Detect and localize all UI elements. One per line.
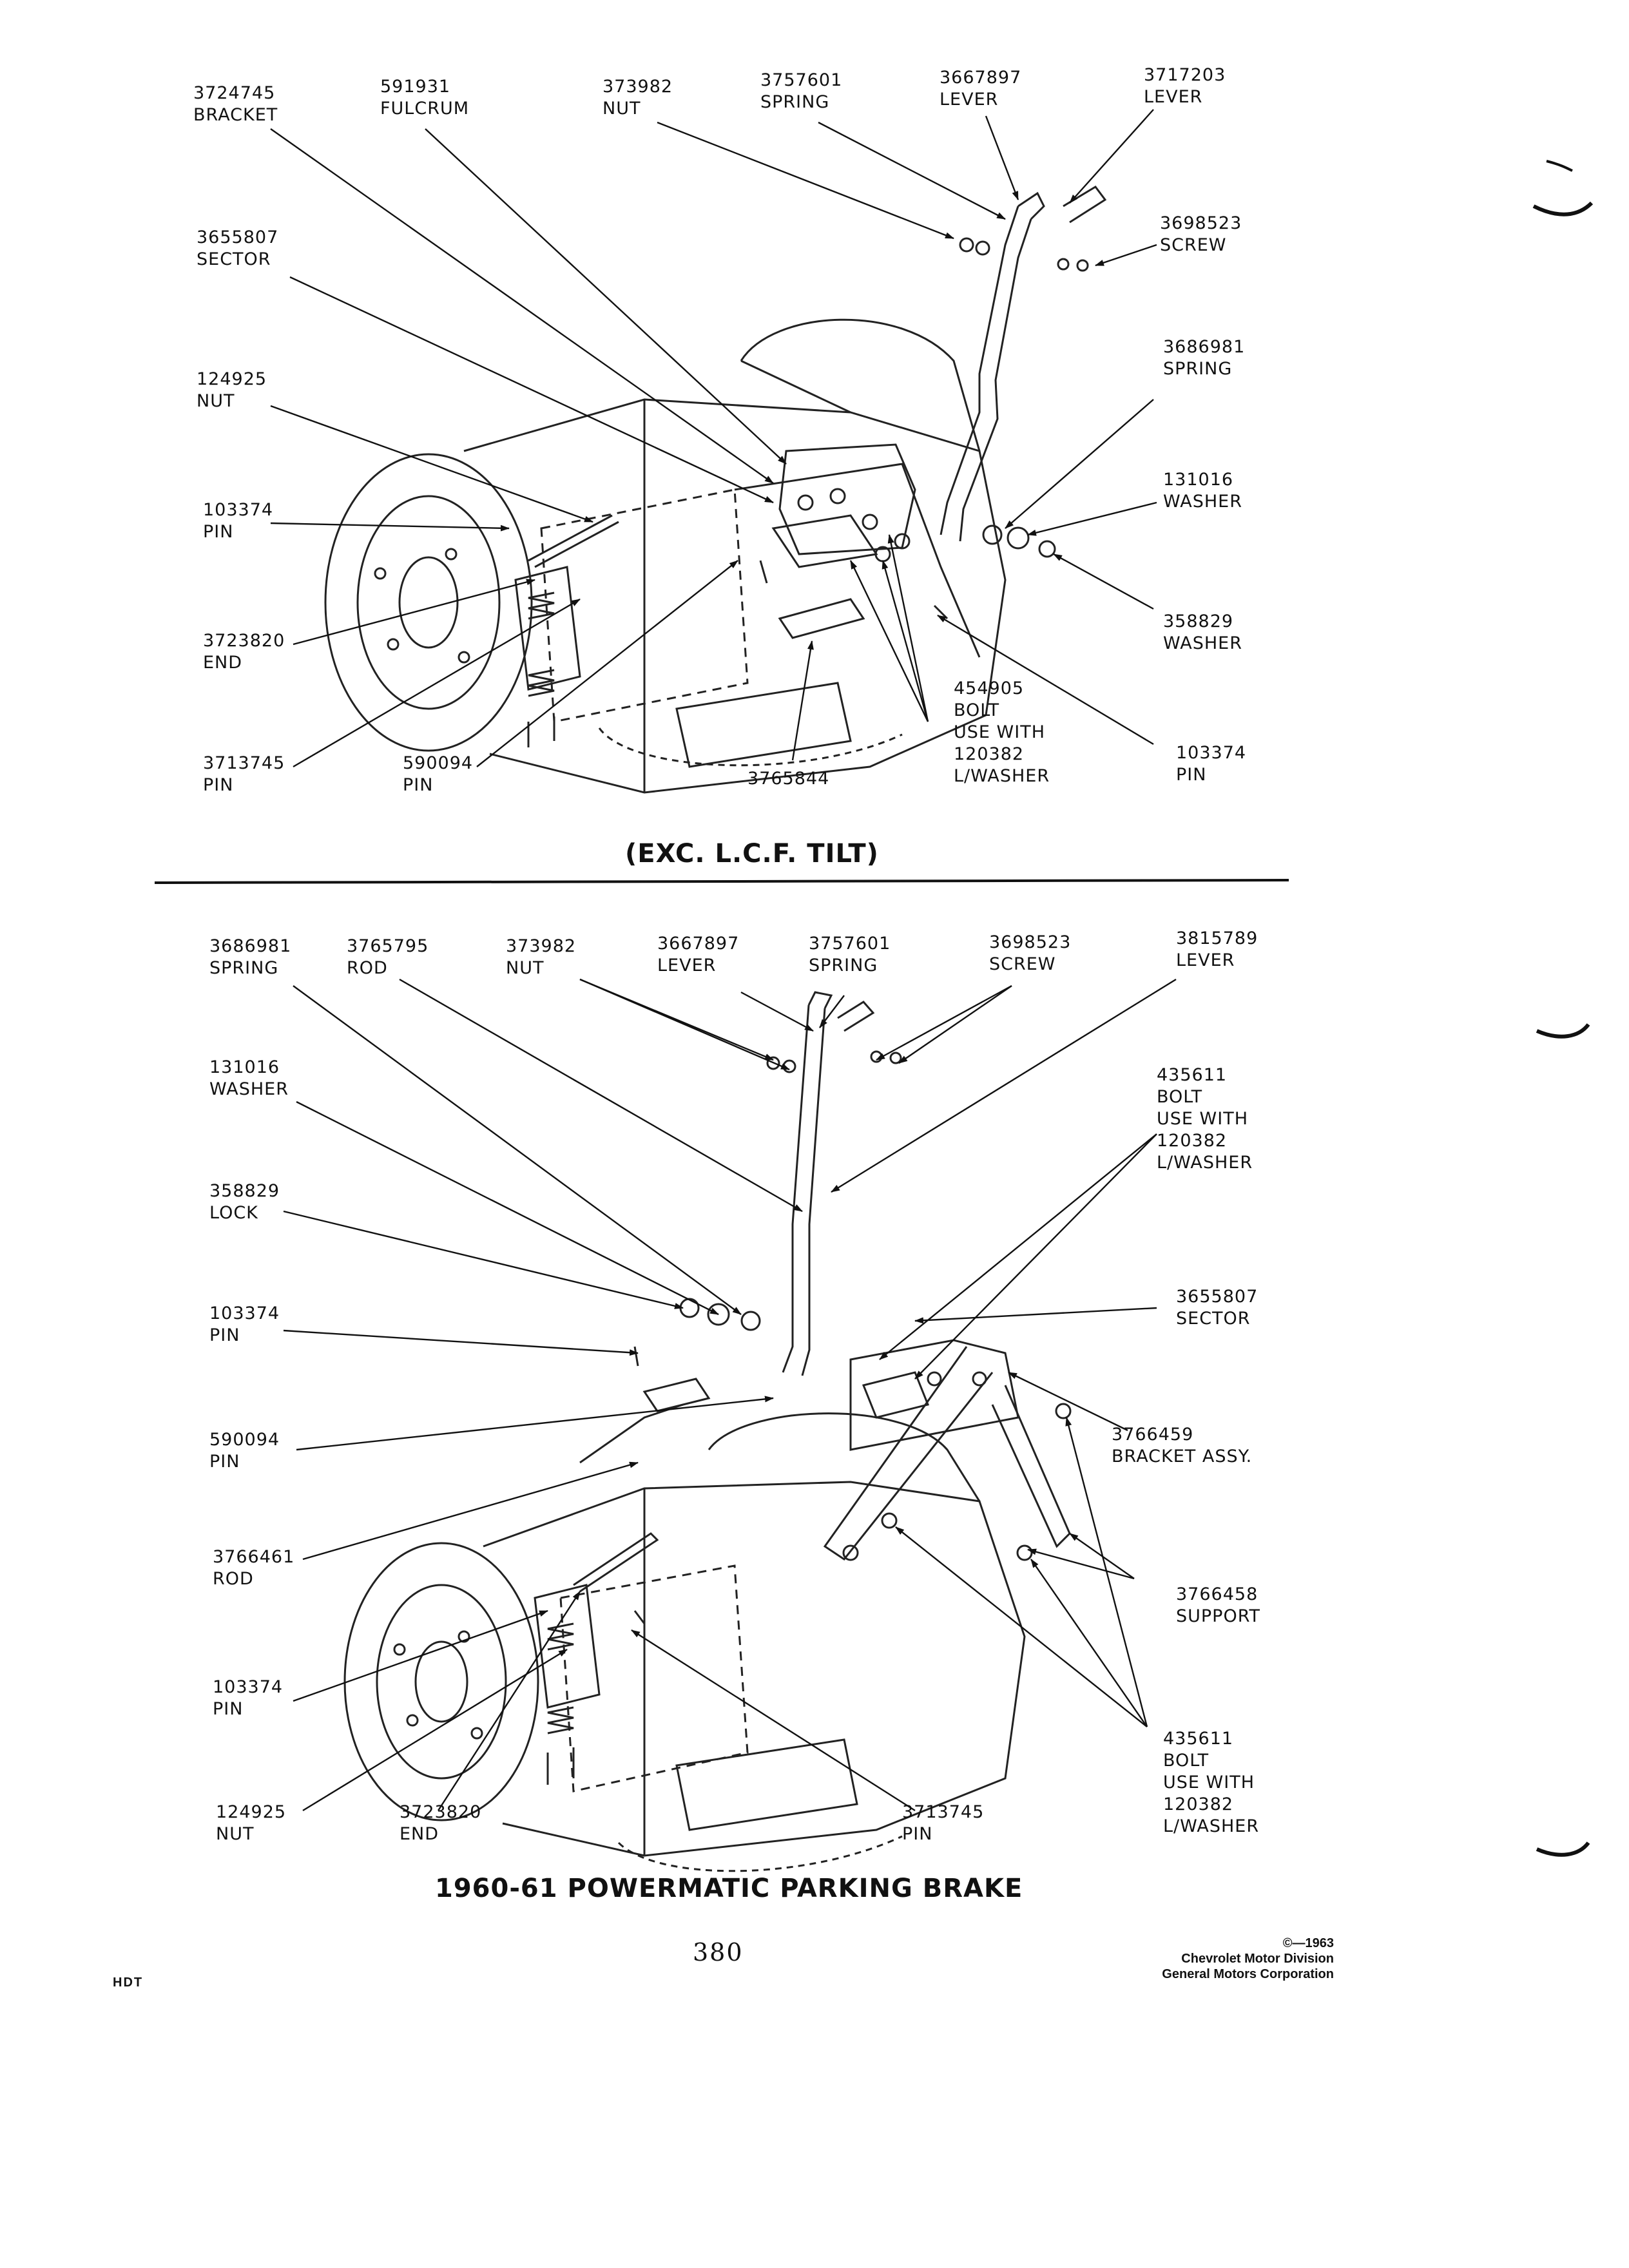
top-cross-rod (528, 514, 619, 568)
top-caption: (EXC. L.C.F. TILT) (625, 839, 879, 869)
bottom-bracket (849, 1339, 1019, 1451)
top-leader-lines (270, 109, 1157, 768)
copyright-corporation: General Motors Corporation (1162, 1967, 1334, 1981)
copyright-division: Chevrolet Motor Division (1181, 1952, 1334, 1966)
bottom-transmission-illustration (343, 991, 1072, 1872)
top-transmission-illustration (324, 186, 1107, 794)
hdt-mark: HDT (113, 1975, 144, 1990)
bottom-rod-3766461 (573, 1532, 659, 1593)
copyright-block: ©—1963 Chevrolet Motor Division General … (1121, 1936, 1334, 1982)
bottom-caption: 1960-61 POWERMATIC PARKING BRAKE (435, 1874, 1023, 1903)
binder-marks (1532, 160, 1594, 1857)
copyright-year: ©—1963 (1282, 1936, 1334, 1950)
bottom-flywheel (343, 1542, 539, 1821)
page-number: 380 (693, 1938, 744, 1966)
top-label-3765844: 3765844 (747, 769, 830, 789)
top-flywheel (324, 453, 533, 752)
bottom-leader-lines (283, 978, 1177, 1812)
section-divider (154, 879, 1289, 884)
top-lever-rod (940, 206, 1019, 535)
bottom-lever-rod (782, 1004, 810, 1373)
